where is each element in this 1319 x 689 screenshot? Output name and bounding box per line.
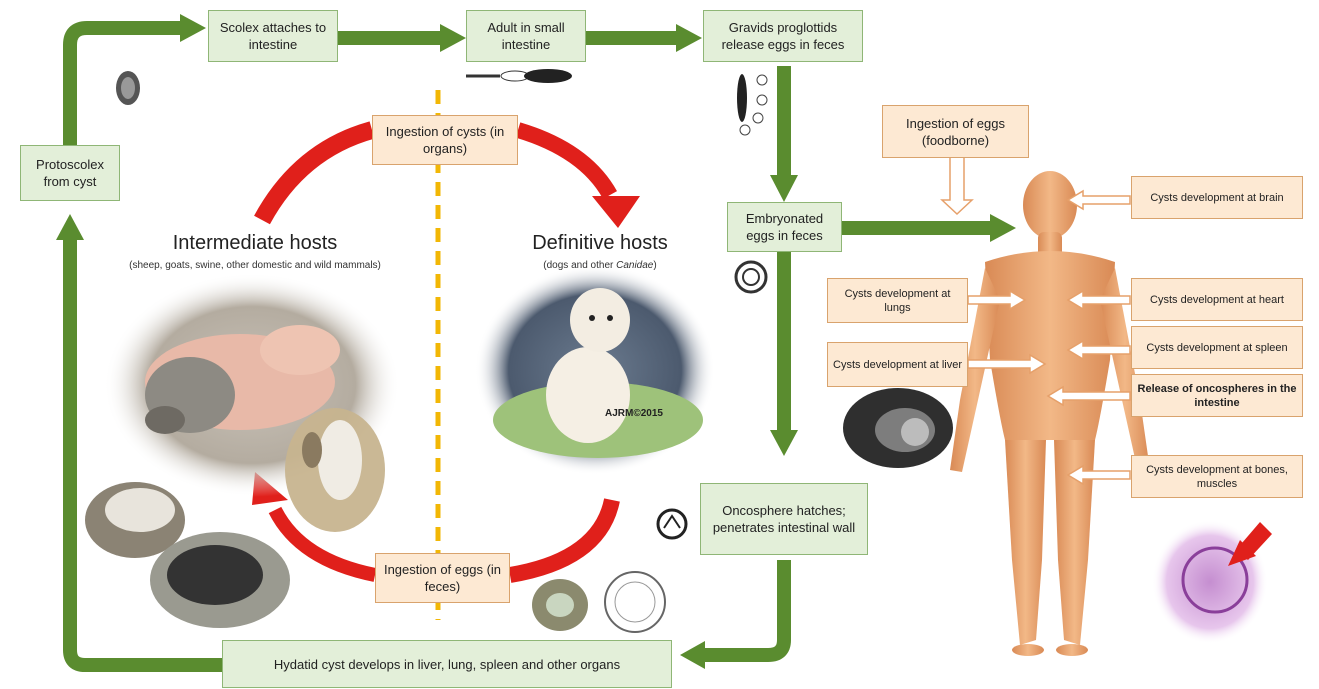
- box-cysts-spleen: Cysts development at spleen: [1131, 326, 1303, 369]
- definitive-hosts-title: Definitive hosts: [532, 232, 668, 254]
- red-arrowhead-to-dog: [592, 196, 640, 228]
- adult-worm-icon: [466, 69, 572, 83]
- definitive-sub-italic: Canidae: [616, 260, 654, 271]
- arrow-oncosphere-to-hydatid: [705, 560, 791, 662]
- egg-icon: [734, 260, 768, 294]
- definitive-sub-close: ): [653, 260, 657, 271]
- box-cysts-brain: Cysts development at brain: [1131, 176, 1303, 219]
- green-arrowheads: [56, 14, 1016, 669]
- box-protoscolex: Protoscolex from cyst: [20, 145, 120, 201]
- box-hydatid-cyst: Hydatid cyst develops in liver, lung, sp…: [222, 640, 672, 688]
- dog-image: [475, 265, 715, 475]
- intermediate-hosts-subtitle: (sheep, goats, swine, other domestic and…: [129, 260, 381, 271]
- intermediate-hosts-title: Intermediate hosts: [172, 232, 338, 254]
- box-ingestion-eggs-foodborne: Ingestion of eggs (foodborne): [882, 105, 1029, 158]
- definitive-sub-text: (dogs and other: [543, 260, 617, 271]
- definitive-hosts-subtitle: (dogs and other Canidae): [510, 260, 690, 271]
- box-cysts-bones-muscles: Cysts development at bones, muscles: [1131, 455, 1303, 498]
- box-cysts-liver: Cysts development at liver: [827, 342, 968, 387]
- box-ingestion-eggs-feces: Ingestion of eggs (in feces): [375, 553, 510, 603]
- box-cysts-lungs: Cysts development at lungs: [827, 278, 968, 323]
- hatching-egg-icon: [656, 508, 688, 540]
- arrow-protoscolex-to-scolex: [63, 21, 180, 145]
- sheep-image: [85, 482, 185, 558]
- watermark-label: AJRM©2015: [605, 408, 663, 419]
- green-cycle-arrows: [63, 21, 990, 672]
- box-ingestion-cysts: Ingestion of cysts (in organs): [372, 115, 518, 165]
- box-cysts-heart: Cysts development at heart: [1131, 278, 1303, 321]
- box-gravid-proglottids: Gravids proglottids release eggs in fece…: [703, 10, 863, 62]
- scolex-icon: [116, 71, 140, 105]
- histology-image: [1152, 520, 1272, 644]
- buffalo-image: [150, 532, 290, 628]
- ct-scan-image: [843, 388, 953, 468]
- cyst-section-icon: [532, 571, 666, 633]
- box-oncosphere-hatches: Oncosphere hatches; penetrates intestina…: [700, 483, 868, 555]
- box-embryonated-eggs: Embryonated eggs in feces: [727, 202, 842, 252]
- proglottid-eggs-icon: [737, 74, 768, 136]
- box-scolex-attaches: Scolex attaches to intestine: [208, 10, 338, 62]
- box-release-oncospheres: Release of oncospheres in the intestine: [1131, 374, 1303, 417]
- peach-arrows: [940, 144, 1131, 486]
- red-curved-arrows: [254, 121, 620, 583]
- arrow-hydatid-to-protoscolex: [63, 240, 222, 672]
- goat-image: [285, 408, 385, 532]
- human-figure: [950, 171, 1150, 656]
- box-adult-intestine: Adult in small intestine: [466, 10, 586, 62]
